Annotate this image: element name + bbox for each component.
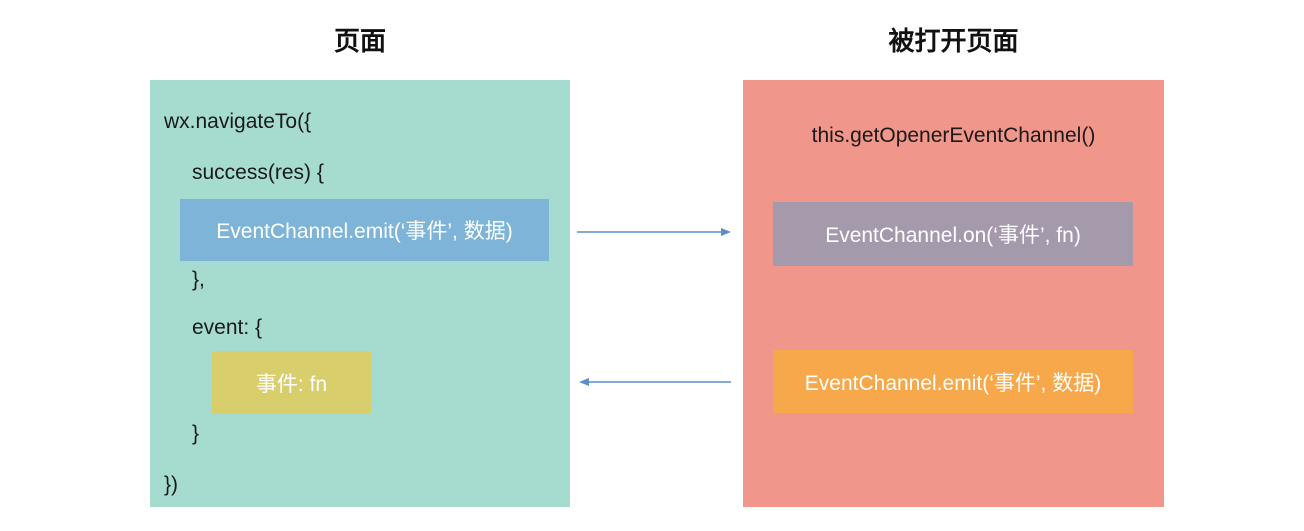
right-on-label: EventChannel.on(‘事件’, fn) <box>825 224 1081 247</box>
navigate-close-line: }) <box>164 473 179 496</box>
event-line: event: { <box>192 316 263 339</box>
right-emit-label: EventChannel.emit(‘事件’, 数据) <box>804 371 1102 395</box>
right-arrow-icon <box>577 228 731 236</box>
left-page-title: 页面 <box>333 27 386 57</box>
left-emit-box: EventChannel.emit(‘事件’, 数据) <box>180 199 549 261</box>
right-page-title: 被打开页面 <box>888 27 1019 57</box>
left-handler-box: 事件: fn <box>212 351 371 414</box>
navigate-to-line: wx.navigateTo({ <box>164 110 312 133</box>
success-line: success(res) { <box>192 161 324 184</box>
page-panel: wx.navigateTo({ success(res) { EventChan… <box>150 80 570 507</box>
left-emit-label: EventChannel.emit(‘事件’, 数据) <box>216 220 513 243</box>
event-close-line: } <box>192 422 200 445</box>
left-arrow-icon <box>579 378 731 386</box>
opener-channel-line: this.getOpenerEventChannel() <box>811 124 1096 147</box>
success-close-line: }, <box>192 268 205 291</box>
right-on-box: EventChannel.on(‘事件’, fn) <box>773 202 1133 266</box>
left-handler-label: 事件: fn <box>255 372 328 396</box>
right-emit-box: EventChannel.emit(‘事件’, 数据) <box>773 350 1133 413</box>
opened-page-panel: this.getOpenerEventChannel() EventChanne… <box>743 80 1164 507</box>
